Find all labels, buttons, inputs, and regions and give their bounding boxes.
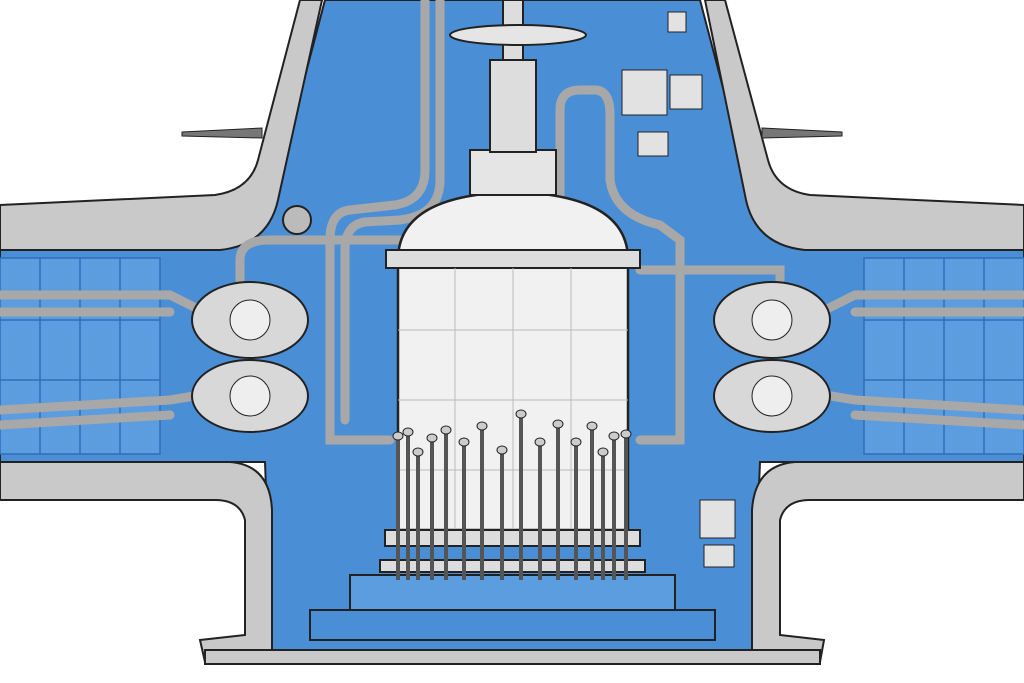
hull-upper-left <box>0 0 324 251</box>
control-rod <box>586 421 598 580</box>
pump-right-upper <box>713 281 831 359</box>
base-ring <box>349 574 676 611</box>
control-rod <box>440 425 452 580</box>
reactor-base <box>309 609 716 641</box>
hull-floor <box>204 649 821 665</box>
porthole-left <box>282 205 312 235</box>
pump-left-lower <box>191 359 309 433</box>
control-rod <box>458 437 470 580</box>
pipes <box>0 0 1024 445</box>
control-rod <box>570 437 582 580</box>
control-rod <box>392 431 404 580</box>
control-rod <box>426 433 438 580</box>
control-rod <box>402 427 414 580</box>
control-rod <box>620 429 632 580</box>
control-rod <box>552 419 564 580</box>
hull-upper-right <box>703 0 1024 251</box>
control-rod <box>608 431 620 580</box>
pump-right-lower <box>713 359 831 433</box>
hull-lower-left <box>0 461 273 664</box>
control-rod <box>412 447 424 580</box>
control-rod <box>515 409 527 580</box>
control-boxes <box>621 11 736 568</box>
control-rod <box>496 445 508 580</box>
control-rod <box>597 447 609 580</box>
pump-left-upper <box>191 281 309 359</box>
fin-left <box>181 127 263 139</box>
hull-lower-right <box>751 461 1024 664</box>
control-rod <box>476 421 488 580</box>
control-rod <box>534 437 546 580</box>
control-rods <box>392 409 632 580</box>
fin-right <box>761 127 843 139</box>
